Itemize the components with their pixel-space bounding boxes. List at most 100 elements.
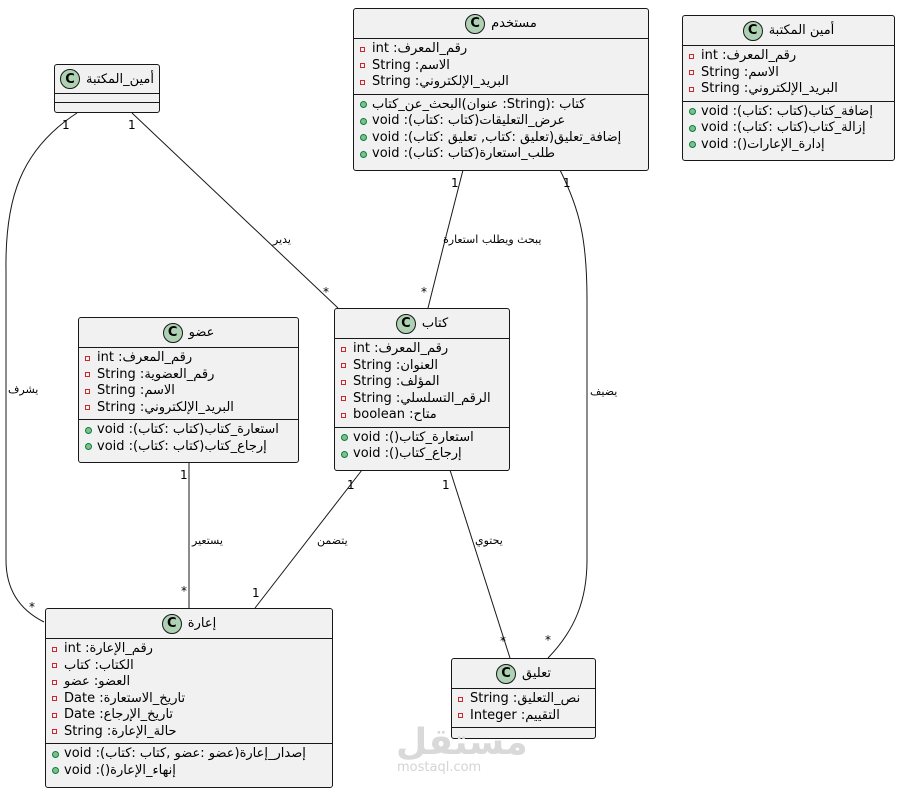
public-marker-icon xyxy=(341,434,348,442)
methods-section: البحث_عن_كتاب(عنوان :String): كتاب void … xyxy=(354,95,648,166)
method-text: void :(كتاب :كتاب)إزالة_كتاب xyxy=(701,120,866,135)
public-marker-icon xyxy=(85,426,92,434)
mult-contains-many: * xyxy=(500,634,506,648)
attribute-row: int :رقم_المعرف xyxy=(354,41,648,58)
public-marker-icon xyxy=(52,767,59,775)
private-marker-icon xyxy=(52,663,57,669)
class-name: كتاب xyxy=(421,316,449,331)
class-librarian[interactable]: C أمين المكتبة int :رقم_المعرف String :ا… xyxy=(682,15,895,161)
edge-contains xyxy=(449,469,511,659)
attribute-row: int :رقم_المعرف xyxy=(79,350,298,367)
class-librarian-ref[interactable]: C أمين_المكتبة xyxy=(54,64,160,113)
method-text: void :()إنهاء_الإعارة xyxy=(64,762,176,778)
attribute-row: String :البريد_الإلكتروني xyxy=(354,74,648,91)
method-row: void :(كتاب :كتاب)استعارة_كتاب xyxy=(79,422,298,439)
method-row: void :(كتاب :كتاب)إضافة_كتاب xyxy=(683,104,894,121)
private-marker-icon xyxy=(85,388,90,394)
class-book[interactable]: C كتاب int :رقم_المعرف String :العنوان S… xyxy=(334,308,510,471)
attribute-text: String :الرقم_التسلسلي xyxy=(353,390,491,406)
mult-includes-2: 1 xyxy=(252,586,260,600)
attribute-text: String :رقم_العضوية xyxy=(97,366,215,382)
attribute-row: String :الرقم_التسلسلي xyxy=(335,391,509,408)
edge-searches xyxy=(427,169,464,309)
private-marker-icon xyxy=(689,86,694,92)
class-c-icon: C xyxy=(161,613,182,634)
watermark-site: mostaql.com xyxy=(397,760,482,775)
attribute-row: Integer :التقييم xyxy=(452,708,595,725)
class-name: أمين المكتبة xyxy=(768,23,835,38)
public-marker-icon xyxy=(689,141,696,149)
mult-borrows-1: 1 xyxy=(180,468,188,482)
mult-borrows-many: * xyxy=(181,584,187,598)
attribute-text: int :رقم_المعرف xyxy=(353,341,449,356)
public-marker-icon xyxy=(360,101,367,109)
private-marker-icon xyxy=(52,712,57,718)
attribute-text: String :الاسم xyxy=(372,57,450,73)
watermark-logo: مستقل xyxy=(396,722,528,763)
attribute-row: Date :تاريخ_الاستعارة xyxy=(46,691,332,708)
class-member[interactable]: C عضو int :رقم_المعرف String :رقم_العضوي… xyxy=(78,317,299,463)
method-text: void :(كتاب :كتاب)إرجاع_كتاب xyxy=(97,438,267,454)
class-header: C إعارة xyxy=(46,609,332,639)
attribute-row: String :المؤلف xyxy=(335,374,509,391)
public-marker-icon xyxy=(689,124,696,132)
edge-adds xyxy=(547,169,588,659)
label-searches: يبحث ويطلب استعارة xyxy=(443,233,542,246)
attribute-row: String :البريد_الإلكتروني xyxy=(683,81,894,98)
method-text: void :()إدارة_الإعارات xyxy=(701,136,825,152)
attribute-text: Integer :التقييم xyxy=(470,707,560,723)
method-row: void :()إنهاء_الإعارة xyxy=(46,763,332,780)
attribute-row: Date :تاريخ_الإرجاع xyxy=(46,707,332,724)
private-marker-icon xyxy=(341,396,346,402)
attribute-text: String :نص_التعليق xyxy=(470,691,581,706)
private-marker-icon xyxy=(85,355,90,361)
attribute-row: String :البريد_الإلكتروني xyxy=(79,400,298,417)
mult-supervises-1: 1 xyxy=(62,118,70,132)
edge-supervises xyxy=(5,112,78,623)
mult-contains-1: 1 xyxy=(442,478,450,492)
method-text: void :(كتاب :كتاب)عرض_التعليقات xyxy=(372,113,566,128)
attribute-text: boolean :متاح xyxy=(353,407,437,422)
public-marker-icon xyxy=(360,150,367,158)
class-name: تعليق xyxy=(522,666,551,681)
attribute-text: العضو: عضو xyxy=(64,674,131,689)
attribute-row: int :رقم_المعرف xyxy=(335,341,509,358)
private-marker-icon xyxy=(689,53,694,59)
method-text: void :(كتاب :كتاب)استعارة_كتاب xyxy=(97,422,279,437)
method-row: void :()استعارة_كتاب xyxy=(335,430,509,447)
class-c-icon: C xyxy=(60,69,80,89)
private-marker-icon xyxy=(85,405,90,411)
public-marker-icon xyxy=(360,134,367,142)
attribute-text: String :البريد_الإلكتروني xyxy=(97,399,234,415)
class-header: C كتاب xyxy=(335,309,509,339)
method-text: void :()استعارة_كتاب xyxy=(353,429,474,445)
private-marker-icon xyxy=(341,346,346,352)
class-user[interactable]: C مستخدم int :رقم_المعرف String :الاسم S… xyxy=(353,8,649,171)
attribute-text: String :العنوان xyxy=(353,357,438,373)
method-text: void :(كتاب :كتاب)طلب_استعارة xyxy=(372,146,555,161)
class-comment[interactable]: C تعليق String :نص_التعليق Integer :التق… xyxy=(451,658,596,739)
attributes-section: String :نص_التعليق Integer :التقييم xyxy=(452,689,595,728)
attributes-section: int :رقم_المعرف String :الاسم String :ال… xyxy=(354,39,648,95)
attribute-text: String :البريد_الإلكتروني xyxy=(701,81,838,96)
label-borrows: يستعير xyxy=(192,534,223,547)
public-marker-icon xyxy=(360,117,367,125)
method-row: void :(كتاب :كتاب)إرجاع_كتاب xyxy=(79,439,298,456)
attribute-row: String :الاسم xyxy=(79,383,298,400)
attribute-row: String :الاسم xyxy=(683,65,894,82)
class-loan[interactable]: C إعارة int :رقم_الإعارة الكتاب: كتاب ال… xyxy=(45,608,333,788)
class-header: C أمين المكتبة xyxy=(683,16,894,46)
private-marker-icon xyxy=(52,696,57,702)
attribute-text: int :رقم_المعرف xyxy=(372,41,468,56)
method-row: void :(كتاب :كتاب)إزالة_كتاب xyxy=(683,120,894,137)
public-marker-icon xyxy=(52,750,59,758)
method-text: void :(عضو :عضو ,كتاب :كتاب)إصدار_إعارة xyxy=(64,746,306,761)
edge-manages xyxy=(131,112,339,309)
class-name: عضو xyxy=(188,325,215,340)
class-name: إعارة xyxy=(187,616,217,631)
method-row: void :(كتاب :كتاب)طلب_استعارة xyxy=(354,146,648,163)
mult-adds-many: * xyxy=(545,633,551,647)
methods-section: void :(كتاب :كتاب)إضافة_كتاب void :(كتاب… xyxy=(683,102,894,157)
private-marker-icon xyxy=(52,679,57,685)
